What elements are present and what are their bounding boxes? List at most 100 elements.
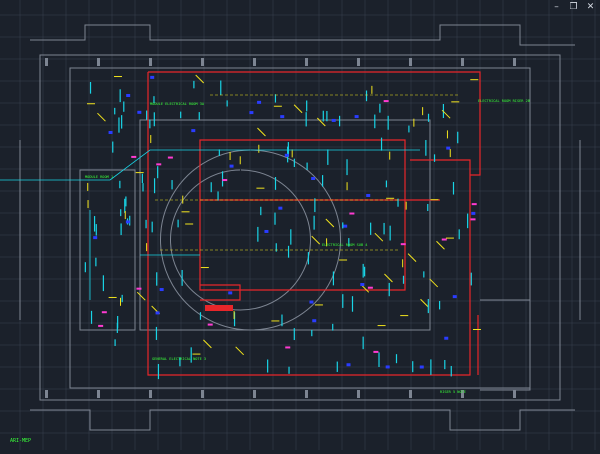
magenta-mark: [349, 212, 355, 215]
note-top-right: ELECTRICAL ROOM RISER 2B: [478, 99, 530, 103]
blue-fixture: [312, 319, 317, 323]
annotation-notes: MODULE ELECTRICAL ROOM 3A ELECTRICAL ROOM…: [85, 99, 530, 394]
yellow-conduit: [407, 253, 417, 262]
blue-fixture: [264, 229, 269, 233]
blue-fixture: [126, 93, 131, 97]
blue-fixture: [311, 177, 316, 181]
wall-outline: [170, 169, 311, 311]
blue-fixture: [366, 193, 371, 197]
blue-fixture: [471, 211, 476, 215]
column: [409, 390, 412, 398]
blue-fixture: [249, 111, 254, 115]
yellow-conduit: [203, 339, 212, 349]
note-left-mid: MODULE ROOM 1: [85, 175, 113, 179]
blue-fixture: [331, 118, 336, 122]
blue-fixture: [284, 153, 289, 157]
blue-fixture: [108, 130, 113, 134]
column: [45, 58, 48, 66]
blue-fixture: [385, 365, 390, 369]
magenta-mark: [156, 163, 162, 166]
blue-fixture: [229, 164, 234, 168]
yellow-conduit: [136, 291, 146, 301]
magenta-mark: [373, 350, 379, 353]
column: [149, 390, 152, 398]
minimize-button[interactable]: –: [554, 2, 559, 12]
blue-fixture: [155, 311, 160, 315]
red-zone-line: [147, 72, 471, 376]
red-zone-outlines: [147, 71, 481, 376]
red-zone-line: [200, 284, 241, 301]
column: [97, 58, 100, 66]
blue-fixture: [444, 336, 449, 340]
yellow-conduit: [235, 346, 244, 356]
magenta-mark: [470, 218, 476, 221]
feeder-line: [109, 149, 420, 181]
yellow-conduit: [436, 240, 445, 250]
yellow-conduit: [257, 127, 266, 137]
red-zone-line: [199, 139, 406, 291]
magenta-mark: [167, 156, 173, 159]
column: [305, 390, 308, 398]
sheet-label: ARI-MEP: [10, 438, 32, 444]
blue-fixture: [309, 300, 314, 304]
yellow-conduit: [97, 112, 106, 122]
wall-outline: [79, 169, 136, 331]
magenta-mark: [98, 324, 104, 327]
magenta-mark: [441, 238, 447, 241]
yellow-conduit: [374, 232, 384, 242]
blue-fixture: [150, 75, 155, 79]
magenta-mark: [222, 179, 228, 182]
column: [253, 58, 256, 66]
magenta-mark: [131, 155, 137, 158]
magenta-mark: [471, 203, 477, 206]
blue-fixture: [346, 363, 351, 367]
blue-fixture: [278, 206, 283, 210]
column: [513, 390, 516, 398]
close-button[interactable]: ✕: [586, 2, 595, 12]
column: [357, 390, 360, 398]
building-walls: [19, 24, 581, 431]
yellow-conduit: [293, 104, 303, 114]
wall-outline: [30, 409, 575, 431]
yellow-conduit: [429, 278, 439, 288]
wall-outline: [30, 24, 575, 46]
yellow-conduit: [195, 74, 205, 84]
yellow-conduit: [325, 218, 335, 228]
note-bottom-left: GENERAL ELECTRICAL NOTE 3: [152, 357, 206, 361]
blue-fixture: [159, 288, 164, 292]
note-top-left: MODULE ELECTRICAL ROOM 3A: [150, 102, 205, 106]
red-zone-line: [148, 71, 481, 176]
column: [409, 58, 412, 66]
magenta-mark: [101, 311, 107, 314]
wall-outline: [69, 67, 531, 389]
column: [149, 58, 152, 66]
note-bottom-right: RISER 5 NOTE: [440, 390, 466, 394]
magenta-mark: [400, 243, 406, 246]
restore-button[interactable]: ❐: [569, 2, 578, 12]
blue-fixture: [280, 115, 285, 119]
blue-fixture: [191, 129, 196, 133]
blue-fixture: [93, 236, 98, 240]
column: [513, 58, 516, 66]
yellow-conduit: [316, 117, 326, 127]
wall-outline: [480, 299, 531, 391]
wall-outline: [160, 149, 341, 331]
yellow-conduit: [384, 273, 393, 283]
magenta-mark: [136, 287, 142, 290]
red-zone-line: [410, 159, 471, 320]
magenta-mark: [367, 286, 373, 289]
blue-fixture: [452, 295, 457, 299]
column: [357, 58, 360, 66]
blue-fixture: [354, 115, 359, 119]
window-controls: – ❐ ✕: [551, 2, 596, 13]
column: [305, 58, 308, 66]
blue-fixture: [419, 365, 424, 369]
column: [461, 58, 464, 66]
note-center: ELECTRICAL ROOM SUB 4: [322, 243, 367, 247]
blue-fixture: [343, 224, 348, 228]
blue-fixture: [446, 146, 451, 150]
column: [253, 390, 256, 398]
column: [461, 390, 464, 398]
